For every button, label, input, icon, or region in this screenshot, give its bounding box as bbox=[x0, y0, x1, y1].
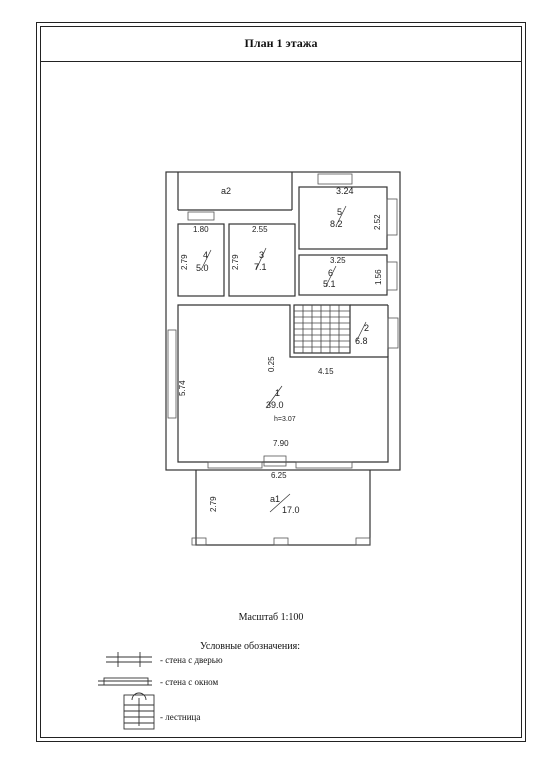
room-3 bbox=[228, 223, 296, 297]
scale-label: Масштаб 1:100 bbox=[238, 612, 304, 623]
room-5-number: 5 bbox=[337, 207, 342, 217]
room-4-area: 5.0 bbox=[196, 263, 209, 273]
room-5-width: 3.24 bbox=[336, 186, 354, 196]
legend-stair: - лестница bbox=[160, 712, 201, 722]
building-outline bbox=[165, 171, 401, 471]
legend-door: - стена с дверью bbox=[160, 655, 223, 665]
room-1-number: 1 bbox=[275, 388, 280, 398]
room-3-width: 2.55 bbox=[252, 225, 268, 234]
room-1-height: 5.74 bbox=[178, 380, 187, 396]
area-a2-label: a2 bbox=[221, 186, 231, 196]
room-5-height: 2.52 bbox=[373, 214, 382, 230]
room-4 bbox=[177, 223, 225, 297]
terrace-label: a1 bbox=[270, 494, 280, 504]
terrace-width: 6.25 bbox=[271, 471, 287, 480]
room-6-height: 1.56 bbox=[374, 269, 383, 285]
terrace-height: 2.79 bbox=[209, 496, 218, 512]
room-1-offset: 0.25 bbox=[267, 356, 276, 372]
terrace-area: 17.0 bbox=[282, 505, 300, 515]
room-6-width: 3.25 bbox=[330, 256, 346, 265]
legend-window: - стена с окном bbox=[160, 677, 219, 687]
room-2-area: 6.8 bbox=[355, 336, 368, 346]
room-1-area: 39.0 bbox=[266, 400, 284, 410]
room-4-width: 1.80 bbox=[193, 225, 209, 234]
room-6-area: 5.1 bbox=[323, 279, 336, 289]
room-3-number: 3 bbox=[259, 250, 264, 260]
inner-frame bbox=[40, 26, 522, 738]
room-2-number: 2 bbox=[364, 323, 369, 333]
room-3-area: 7.1 bbox=[254, 262, 267, 272]
room-4-height: 2.79 bbox=[180, 254, 189, 270]
room-1-width-top: 4.15 bbox=[318, 367, 334, 376]
room-1-width-bottom: 7.90 bbox=[273, 439, 289, 448]
room-3-height: 2.79 bbox=[231, 254, 240, 270]
outer-frame bbox=[36, 22, 526, 742]
room-6-number: 6 bbox=[328, 268, 333, 278]
legend-title: Условные обозначения: bbox=[200, 641, 301, 652]
room-5-area: 8.2 bbox=[330, 219, 343, 229]
room-1-ceiling: h=3.07 bbox=[274, 416, 296, 423]
room-4-number: 4 bbox=[203, 250, 208, 260]
page-title: План 1 этажа bbox=[40, 26, 522, 62]
